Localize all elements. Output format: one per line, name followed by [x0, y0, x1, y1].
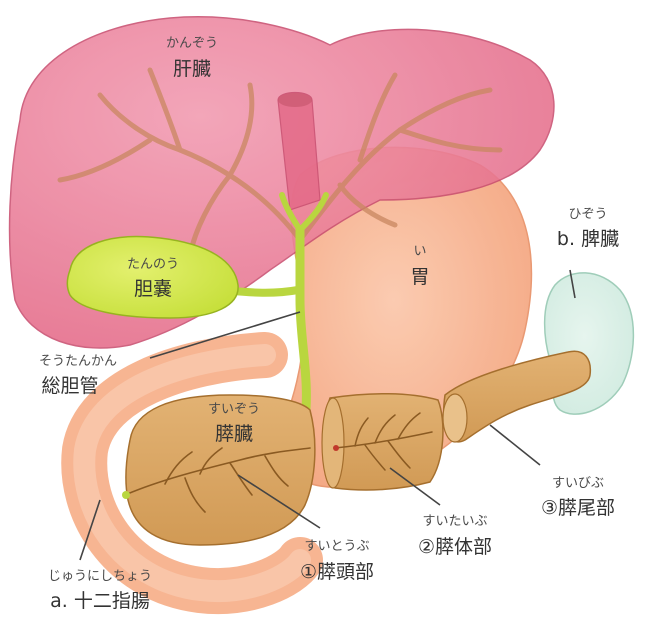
- duodenum-ruby: じゅうにしちょう: [47, 569, 153, 584]
- spleen-ruby: ひぞう: [568, 207, 608, 222]
- pancreas-tail-label: ③膵尾部: [540, 497, 616, 519]
- pancreas-tail-shape: [443, 350, 592, 443]
- spleen-label: b. 脾臓: [556, 228, 620, 250]
- pancreas-label: 膵臓: [214, 423, 254, 445]
- pancreas-body-label: ②膵体部: [417, 536, 493, 558]
- pancreas-head-ruby: すいとうぶ: [304, 539, 370, 554]
- pancreas-body-ruby: すいたいぶ: [422, 514, 488, 529]
- leader-spleen: [569, 269, 576, 299]
- leader-pancreas-body: [389, 467, 441, 506]
- leader-bile-duct: [149, 311, 301, 359]
- pancreas-head-shape: [125, 394, 316, 546]
- gallbladder-label: 胆嚢: [133, 278, 173, 300]
- esophagus-shape: [277, 91, 321, 211]
- leader-pancreas-head: [237, 474, 321, 529]
- stomach-ruby: い: [413, 244, 427, 259]
- pancreas-tail-ruby: すいびぶ: [551, 476, 605, 491]
- leader-lines: [79, 269, 576, 561]
- pancreas-ruby: すいぞう: [207, 402, 261, 417]
- duodenum-label: a. 十二指腸: [50, 590, 150, 612]
- pancreas-head-label: ①膵頭部: [299, 561, 375, 583]
- liver-ruby: かんぞう: [165, 36, 219, 51]
- leader-pancreas-tail: [489, 424, 541, 466]
- liver-label: 肝臓: [172, 58, 212, 80]
- leader-duodenum: [79, 499, 101, 561]
- pancreatic-duct-head: [124, 447, 311, 513]
- liver-vessels: [57, 67, 503, 258]
- pancreatic-duct-body: [334, 412, 433, 471]
- bile-duct-label: 総胆管: [41, 375, 99, 397]
- gallbladder-shape: [66, 235, 239, 319]
- bile-duct-ruby: そうたんかん: [38, 354, 118, 369]
- stomach-label: 胃: [410, 266, 430, 288]
- gallbladder-ruby: たんのう: [126, 257, 180, 272]
